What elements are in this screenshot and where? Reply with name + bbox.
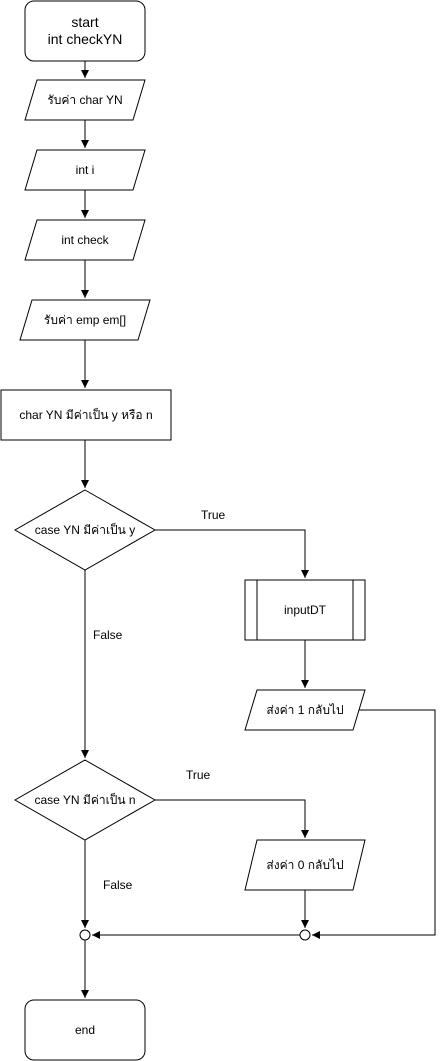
start-label-line2: int checkYN	[47, 31, 123, 47]
merge-node-right	[299, 929, 311, 941]
int-check-label: int check	[61, 232, 109, 247]
edge-return1-to-merge	[312, 709, 436, 939]
case-n-true-label: True	[186, 768, 211, 782]
merge-node-left	[79, 929, 91, 941]
char-yn-label: char YN มีค่าเป็น y หรือ n	[19, 407, 153, 422]
start-label: start int checkYN	[25, 1, 145, 61]
return-1-label: ส่งค่า 1 กลับไป	[266, 702, 344, 717]
input-emp-label: รับค่า emp em[]	[43, 312, 127, 327]
end-terminal	[24, 999, 146, 1061]
end-label: end	[74, 1022, 96, 1037]
edge-casen-true	[155, 799, 309, 838]
case-n-false-label: False	[103, 878, 133, 892]
input-emp-shape	[19, 299, 151, 341]
case-n-label: case YN มีค่าเป็น n	[34, 792, 136, 807]
return-0-label: ส่งค่า 0 กลับไป	[266, 857, 344, 872]
edge-casey-true	[155, 529, 309, 578]
case-y-label: case YN มีค่าเป็น y	[34, 522, 136, 537]
int-check-shape	[24, 219, 146, 261]
input-dt-subprocess	[244, 579, 366, 641]
return-0-shape	[244, 839, 366, 891]
case-y-false-label: False	[93, 628, 123, 642]
int-i-shape	[24, 149, 146, 191]
int-i-label: int i	[75, 162, 95, 177]
start-label-line1: start	[71, 13, 99, 30]
return-1-shape	[244, 689, 366, 731]
char-yn-process	[0, 389, 172, 441]
input-yn-label: รับค่า char YN	[47, 92, 123, 107]
input-dt-label: inputDT	[283, 602, 327, 617]
case-y-true-label: True	[201, 508, 226, 522]
input-yn-shape	[24, 79, 146, 121]
